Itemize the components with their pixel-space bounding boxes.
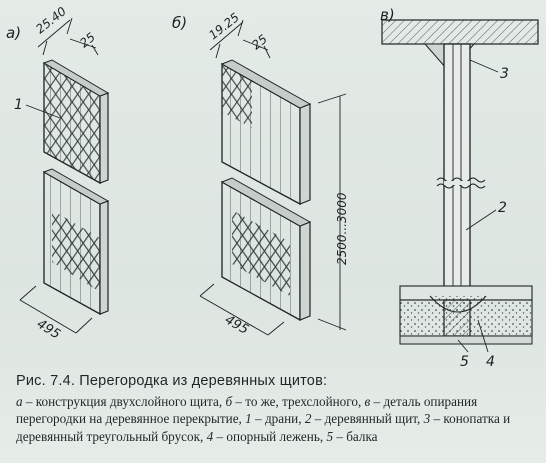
caption-n3-text: – конопатка и деревянный треугольный бру…	[16, 411, 511, 444]
callout-5: 5	[460, 354, 469, 370]
bottom-dimension-a	[19, 285, 93, 334]
partition-drawing: а) 25.40 2 5 1	[6, 4, 539, 370]
caption-n4-text: – опорный лежень,	[213, 428, 327, 444]
panel-b: б) 19.25 25	[172, 10, 349, 338]
caption-n2-text: – деревянный щит,	[311, 411, 424, 426]
caption-c: в	[364, 393, 371, 409]
panel-c: в) 3 2	[380, 6, 539, 370]
caption-b-text: – то же, трехслойного,	[232, 393, 365, 409]
caption-n5-text: – балка	[333, 428, 378, 444]
panel-label-b: б)	[172, 14, 187, 32]
caption-n1-text: – драни,	[251, 411, 305, 426]
callout-4: 4	[486, 354, 495, 370]
dim-b-width: 495	[222, 312, 251, 337]
caption-a: а	[16, 393, 23, 409]
caption-n3: 3	[423, 411, 431, 426]
beam	[443, 299, 471, 337]
caption-n1: 1	[245, 411, 252, 426]
bottom-dimension-b	[199, 283, 285, 336]
top-dimension-a	[37, 17, 99, 56]
caption-c-text: – деталь опирания перегородки на деревян…	[16, 393, 478, 427]
callout-3: 3	[500, 66, 509, 82]
caption-n4: 4	[206, 428, 214, 444]
caption-n5: 5	[326, 428, 334, 444]
top-dimension-b	[209, 19, 271, 59]
caption-title: Рис. 7.4. Перегородка из деревянных щито…	[16, 373, 328, 389]
dim-height: 2500...3000	[335, 192, 349, 265]
panel-a: а) 25.40 25 1	[6, 4, 110, 343]
callout-1: 1	[14, 97, 23, 113]
figure-caption: Рис. 7.4. Перегородка из деревянных щито…	[16, 373, 538, 445]
dim-a-top: 25.40	[33, 4, 69, 36]
panel-label-a: а)	[6, 24, 21, 42]
partition-shield	[443, 43, 471, 297]
height-dimension	[317, 93, 347, 331]
caption-a-text: – конструкция двухслойного щита,	[22, 393, 226, 409]
dim-a-width: 495	[34, 317, 63, 343]
callout-2: 2	[498, 200, 507, 216]
caption-b: б	[225, 393, 233, 409]
ceiling-slab	[381, 19, 539, 45]
caption-n2: 2	[304, 411, 312, 426]
